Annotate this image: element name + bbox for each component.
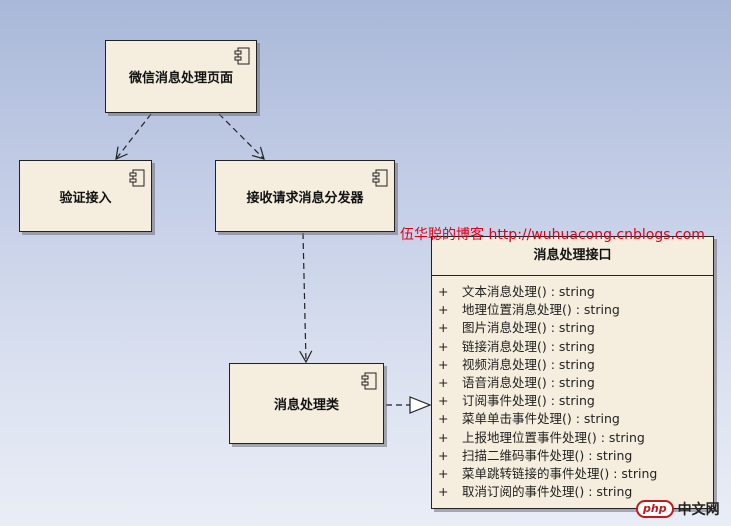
component-processor[interactable]: 消息处理类 xyxy=(229,363,384,444)
method-signature: 菜单单击事件处理() : string xyxy=(462,411,620,427)
component-icon xyxy=(372,169,388,187)
method-item[interactable]: + 扫描二维码事件处理() : string xyxy=(432,447,713,465)
visibility-marker: + xyxy=(438,302,449,318)
dependency-page-to-verify xyxy=(115,113,152,160)
interface-title: 消息处理接口 xyxy=(432,237,713,276)
component-icon xyxy=(129,169,145,187)
component-icon xyxy=(361,372,377,390)
method-signature: 菜单跳转链接的事件处理() : string xyxy=(462,465,658,481)
method-signature: 上报地理位置事件处理() : string xyxy=(462,429,645,445)
method-item[interactable]: + 订阅事件处理() : string xyxy=(432,392,713,410)
dependency-dispatcher-to-processor xyxy=(299,232,313,364)
visibility-marker: + xyxy=(438,374,449,390)
method-list: +文本消息处理() : string +地理位置消息处理() : string … xyxy=(432,276,713,501)
dependency-page-to-dispatcher xyxy=(218,113,265,160)
component-label: 消息处理类 xyxy=(273,398,339,413)
component-dispatcher[interactable]: 接收请求消息分发器 xyxy=(215,160,395,232)
interface-box[interactable]: 消息处理接口 + 文本消息处理() : string + 地理位置消息处理() : … xyxy=(431,236,714,509)
method-item[interactable]: + 文本消息处理() : string xyxy=(432,283,713,301)
visibility-marker: + xyxy=(438,393,449,409)
realization-arrowhead xyxy=(409,396,432,414)
method-item[interactable]: + 上报地理位置事件处理() : string xyxy=(432,429,713,447)
visibility-marker: + xyxy=(438,356,449,372)
component-label: 验证接入 xyxy=(59,190,112,206)
component-label: 接收请求消息分发器 xyxy=(246,190,364,206)
visibility-marker: + xyxy=(438,411,449,427)
method-signature: 扫描二维码事件处理() : string xyxy=(462,447,633,463)
method-signature: 图片消息处理() : string xyxy=(462,320,595,336)
method-signature: 订阅事件处理() : string xyxy=(462,393,595,409)
method-signature: 视频消息处理() : string xyxy=(462,356,595,372)
method-item[interactable]: + 图片消息处理() : string xyxy=(432,319,713,337)
visibility-marker: + xyxy=(438,484,449,500)
visibility-marker: + xyxy=(438,465,449,481)
method-signature: 地理位置消息处理() : string xyxy=(462,302,620,318)
method-item[interactable]: + 语音消息处理() : string xyxy=(432,374,713,392)
visibility-marker: + xyxy=(438,429,449,445)
visibility-marker: + xyxy=(438,284,449,299)
visibility-marker: + xyxy=(438,338,449,354)
visibility-marker: + xyxy=(438,320,449,336)
method-signature: 链接消息处理() : string xyxy=(462,338,595,354)
component-label: 微信消息处理页面 xyxy=(128,71,233,86)
visibility-marker: + xyxy=(438,447,449,463)
method-item[interactable]: + 链接消息处理() : string xyxy=(432,338,713,356)
method-item[interactable]: + 菜单跳转链接的事件处理() : string xyxy=(432,465,713,483)
php-badge: php xyxy=(636,500,674,518)
php-cn-logo: php 中文网 xyxy=(636,497,724,521)
php-logo-text: 中文网 xyxy=(677,502,720,518)
blog-watermark: 伍华聪的博客 http://wuhuacong.cnblogs.com xyxy=(400,227,705,243)
component-wechat-page[interactable]: 微信消息处理页面 xyxy=(105,40,257,113)
method-item[interactable]: + 菜单单击事件处理() : string xyxy=(432,410,713,428)
component-icon xyxy=(234,47,250,65)
method-item[interactable]: + 视频消息处理() : string xyxy=(432,356,713,374)
method-item[interactable]: + 取消订阅的事件处理() : string xyxy=(432,483,713,501)
method-item[interactable]: + 地理位置消息处理() : string xyxy=(432,301,713,319)
method-signature: 文本消息处理() : string xyxy=(462,284,595,299)
method-signature: 语音消息处理() : string xyxy=(462,374,595,390)
component-verify[interactable]: 验证接入 xyxy=(19,160,152,232)
method-signature: 取消订阅的事件处理() : string xyxy=(462,484,633,500)
